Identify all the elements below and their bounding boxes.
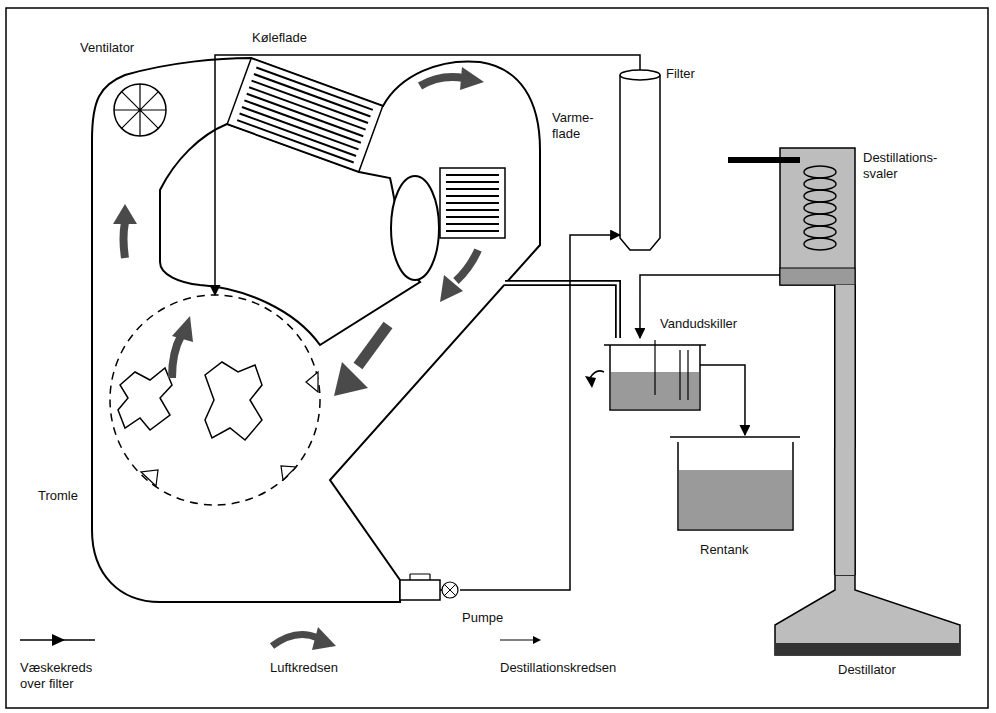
duct-opening xyxy=(391,176,439,280)
fan-symbol: Ventilator xyxy=(114,84,166,136)
part-label: Pumpe xyxy=(462,610,503,626)
cooler-coil xyxy=(804,214,836,226)
drum-lifter xyxy=(281,466,296,480)
filter-body xyxy=(620,75,660,250)
part-label: Tromle xyxy=(38,488,78,504)
cooling-coil-frame xyxy=(227,58,382,172)
air-arrow xyxy=(113,204,137,224)
legend-sample-arrow xyxy=(52,634,65,646)
cooler-coil xyxy=(804,202,836,214)
cooler-coil xyxy=(804,190,836,202)
still-body xyxy=(775,575,960,655)
cooler-body xyxy=(780,148,855,285)
condensate-pipe xyxy=(505,283,618,338)
cooling-coil-fins xyxy=(237,67,373,162)
clean-tank: Rentank xyxy=(675,435,795,530)
heating-coil-fins xyxy=(446,175,499,231)
cooling-water-inlet xyxy=(728,157,800,163)
frame xyxy=(6,8,988,708)
drum-lifter xyxy=(306,372,318,392)
heating-coil-frame xyxy=(440,168,505,238)
legend-text: Destillationskredsen xyxy=(500,660,616,676)
laundry xyxy=(205,362,262,440)
pump-housing xyxy=(410,574,430,580)
water-outlet-arrow xyxy=(590,371,604,378)
drum: Tromle xyxy=(110,295,320,505)
air-arrow xyxy=(334,362,368,396)
air-arrow xyxy=(358,325,388,366)
drum-lifter xyxy=(141,470,158,486)
tank-liquid xyxy=(679,470,792,529)
cooler-coil xyxy=(804,178,836,190)
distillation-cooler: Destillations- svaler xyxy=(780,148,855,285)
pump-wheel xyxy=(442,582,458,598)
laundry xyxy=(118,368,172,430)
part-label: Rentank xyxy=(700,542,748,558)
part-label: Varme- flade xyxy=(552,110,602,141)
air-arrow xyxy=(420,77,464,86)
heating-coil: Varme- flade xyxy=(440,168,505,238)
air-arrow xyxy=(124,222,126,258)
pump-joint xyxy=(440,589,442,591)
legend-text: Væskekreds over filter xyxy=(20,660,105,691)
legend-sample-arrow xyxy=(533,636,541,644)
cooler-coil xyxy=(804,166,836,178)
air-housing xyxy=(92,58,540,602)
pump-wheel xyxy=(444,584,455,595)
air-arrow xyxy=(456,250,478,281)
cooler-coil xyxy=(804,238,836,250)
filter-cap xyxy=(620,70,660,80)
pipe-bore xyxy=(835,285,854,575)
filter-unit: Filter xyxy=(620,70,660,250)
condensate-pipe-bore xyxy=(503,283,618,339)
connector-line xyxy=(700,365,745,435)
air-arrow xyxy=(172,336,181,378)
pipe-wall xyxy=(834,285,856,575)
water-outlet-arrow xyxy=(585,376,596,388)
part-label: Ventilator xyxy=(80,40,134,56)
legend-sample-line xyxy=(500,640,534,641)
cooler-base xyxy=(780,268,855,285)
connector-line xyxy=(215,55,640,295)
air-arrow xyxy=(172,316,193,342)
pump-housing xyxy=(400,580,440,600)
liquid-line xyxy=(640,275,780,338)
connector-line xyxy=(460,235,620,590)
cooling-coil: Køleflade xyxy=(227,58,383,172)
air-arrow xyxy=(440,275,463,302)
drum-circle xyxy=(110,295,320,505)
part-label: Destillator xyxy=(838,662,896,678)
cooler-coil xyxy=(804,226,836,238)
duct-wall xyxy=(160,124,420,345)
part-label: Filter xyxy=(666,66,695,82)
fan-blades xyxy=(114,84,166,136)
air-arrow xyxy=(460,67,484,90)
legend-sample-air xyxy=(272,634,318,646)
fan-wheel xyxy=(114,84,166,136)
liquid-line xyxy=(460,235,620,590)
clean-tank-body xyxy=(670,437,800,530)
legend-sample-air xyxy=(312,627,336,650)
part-label: Destillations- svaler xyxy=(863,150,958,181)
part-label: Køleflade xyxy=(252,30,307,46)
separator-baffle xyxy=(655,340,688,400)
water-separator: Vandudskiller xyxy=(610,338,700,410)
liquid-line xyxy=(700,365,745,435)
liquid-line xyxy=(215,55,640,295)
connector-line xyxy=(640,275,780,338)
vapour-pipe xyxy=(844,285,845,575)
still: Destillator xyxy=(775,575,960,655)
still-heater xyxy=(775,643,960,655)
legend-text: Luftkredsen xyxy=(270,660,338,676)
part-label: Vandudskiller xyxy=(660,316,737,332)
pump: Pumpe xyxy=(400,578,460,602)
